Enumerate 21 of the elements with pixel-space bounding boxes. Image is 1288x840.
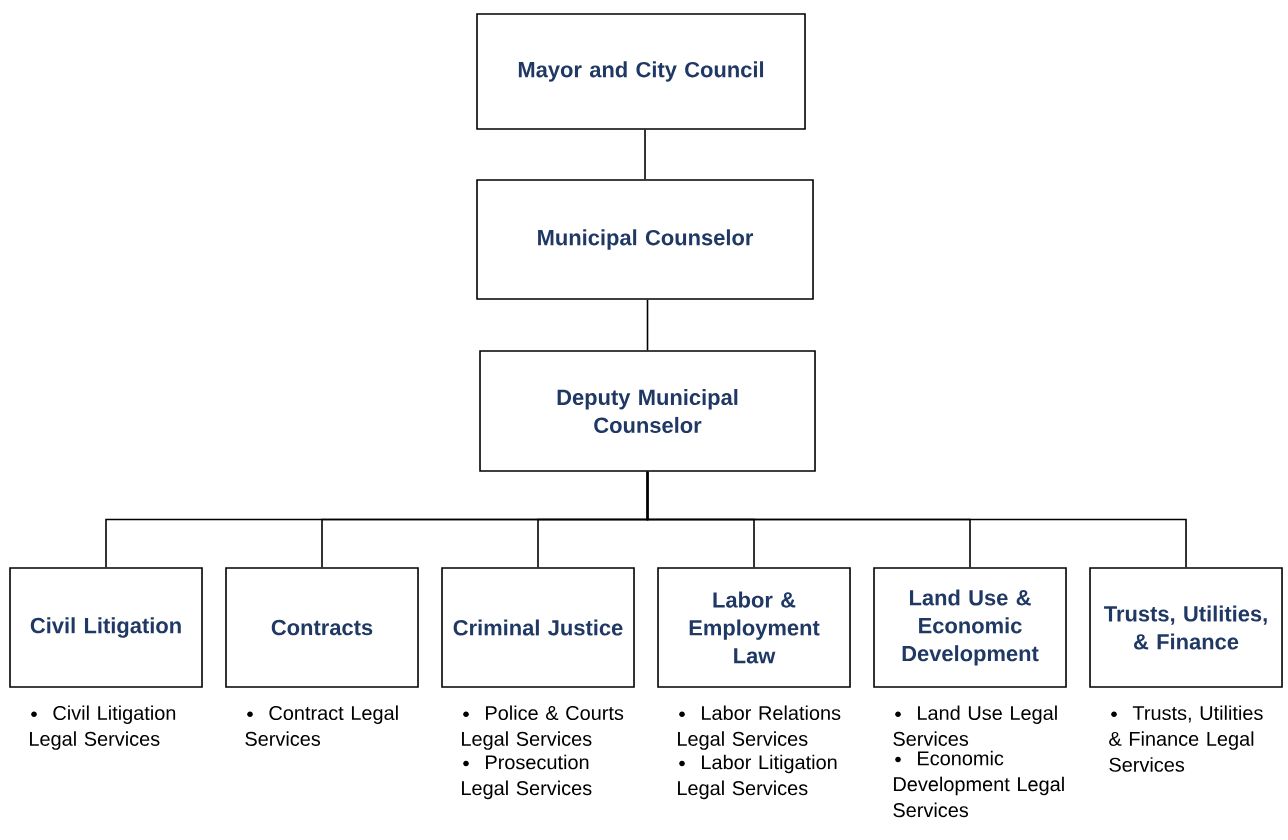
org-box: Criminal Justice xyxy=(441,567,635,688)
org-box: Deputy Municipal Counselor xyxy=(479,350,816,472)
bullet-item: Police & Courts Legal Services xyxy=(462,705,624,750)
bullet-item: Contract Legal Services xyxy=(245,705,398,746)
bullet-item: Labor Litigation Legal Services xyxy=(678,754,837,800)
org-box: Trusts, Utilities, & Finance xyxy=(1089,567,1283,688)
org-box: Municipal Counselor xyxy=(476,179,814,300)
bullet-item: Economic Development Legal Services xyxy=(893,750,1064,818)
connector-line xyxy=(646,299,649,351)
bullet-item: Prosecution Legal Services xyxy=(462,754,592,800)
connector-line xyxy=(646,471,1187,568)
org-box: Land Use & Economic Development xyxy=(873,567,1067,688)
org-box: Contracts xyxy=(225,567,419,688)
bullet-item: Trusts, Utilities & Finance Legal Services xyxy=(1109,705,1263,772)
bullet-item: Labor Relations Legal Services xyxy=(678,705,841,750)
connector-line xyxy=(644,129,646,180)
org-box: Civil Litigation xyxy=(9,567,203,688)
bullet-item: Civil Litigation Legal Services xyxy=(30,705,176,750)
org-box: Labor & Employment Law xyxy=(657,567,851,688)
org-box: Mayor and City Council xyxy=(476,13,806,130)
bullet-item: Land Use Legal Services xyxy=(893,705,1057,746)
